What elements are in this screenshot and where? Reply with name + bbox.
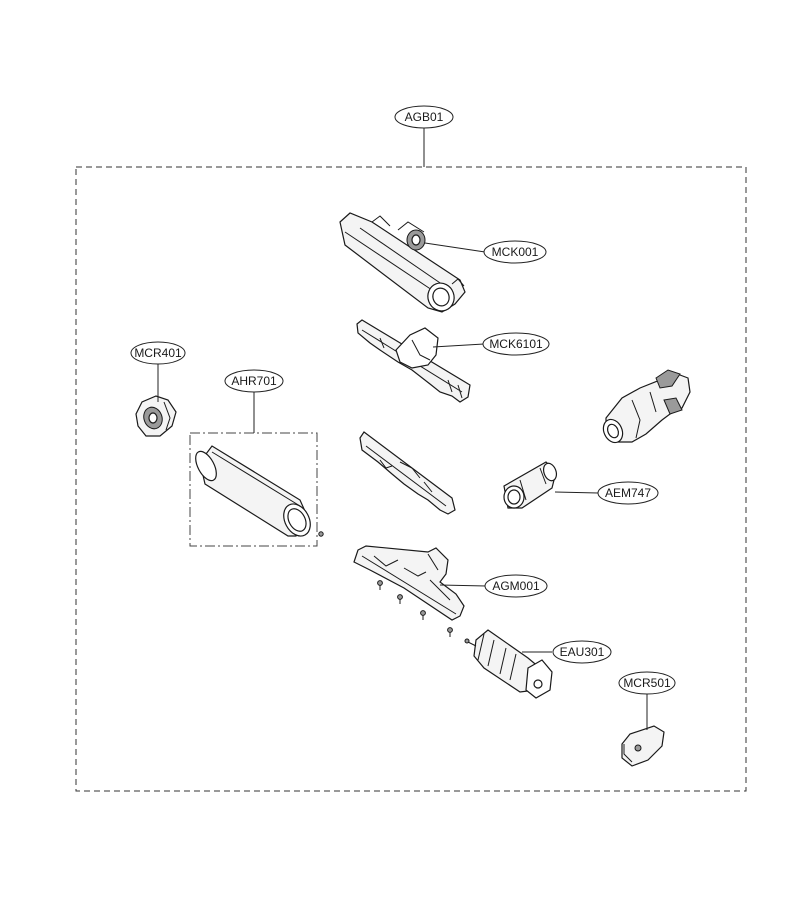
assembly-frame [75, 166, 747, 792]
callout-eau301[interactable]: EAU301 [522, 640, 612, 664]
callout-ahr701[interactable]: AHR701 [224, 369, 284, 433]
callout-mck6101-label: MCK6101 [489, 337, 543, 351]
callout-mck001[interactable]: MCK001 [424, 240, 547, 264]
part-lower-bracket[interactable] [359, 431, 456, 515]
callout-agb01-label: AGB01 [405, 110, 444, 124]
callout-mcr501[interactable]: MCR501 [618, 671, 676, 730]
callout-mck001-label: MCK001 [492, 245, 539, 259]
callout-agm001[interactable]: AGM001 [439, 574, 548, 598]
part-mck6101[interactable] [356, 319, 471, 403]
part-ahr701[interactable] [191, 445, 324, 541]
part-nozzle-body[interactable] [600, 369, 691, 446]
callout-ahr701-label: AHR701 [231, 374, 277, 388]
part-eau301[interactable] [464, 629, 553, 699]
part-mck001[interactable] [339, 212, 466, 315]
part-agm001[interactable] [353, 545, 465, 637]
callout-agm001-label: AGM001 [492, 579, 540, 593]
callout-mcr401[interactable]: MCR401 [130, 341, 186, 402]
part-mcr401[interactable] [135, 395, 177, 437]
callout-mcr401-label: MCR401 [134, 346, 182, 360]
callout-mck6101[interactable]: MCK6101 [432, 332, 550, 356]
part-mcr501[interactable] [621, 725, 665, 767]
callout-aem747[interactable]: AEM747 [554, 481, 659, 505]
part-aem747[interactable] [503, 461, 559, 509]
callout-agb01[interactable]: AGB01 [394, 105, 454, 167]
callout-aem747-label: AEM747 [605, 486, 651, 500]
callout-mcr501-label: MCR501 [623, 676, 671, 690]
callout-eau301-label: EAU301 [560, 645, 605, 659]
